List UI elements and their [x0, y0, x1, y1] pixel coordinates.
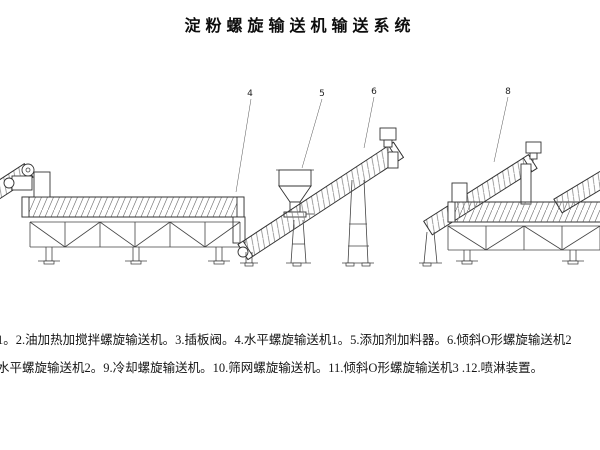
drive-motor-icon [11, 175, 33, 191]
right-truss-support [447, 225, 600, 265]
discharge-chute [232, 216, 246, 244]
discharge-chute [387, 151, 399, 169]
inclined-conveyor-1 [237, 127, 405, 261]
inlet-chute [451, 182, 468, 203]
support-stands [240, 179, 374, 267]
legend-line-2: 水平螺旋输送机2。9.冷却螺旋输送机。10.筛网螺旋输送机。11.倾斜O形螺旋输… [0, 361, 544, 375]
legend: 1。2.油加热加搅拌螺旋输送机。3.插板阀。4.水平螺旋输送机1。5.添加剂加料… [0, 326, 600, 382]
discharge-chute [520, 163, 532, 205]
callout-5: 5 [301, 89, 325, 169]
callout-6-label: 6 [371, 87, 377, 97]
legend-line-1: 1。2.油加热加搅拌螺旋输送机。3.插板阀。4.水平螺旋输送机1。5.添加剂加料… [0, 333, 572, 347]
callout-8: 8 [493, 87, 511, 163]
inlet-chute [33, 171, 51, 198]
left-edge-machine [0, 163, 35, 210]
callout-8-label: 8 [505, 87, 511, 97]
drive-motor-icon [379, 127, 397, 141]
drive-motor-icon [525, 141, 542, 154]
callout-4-label: 4 [247, 89, 253, 99]
callout-6: 6 [363, 87, 377, 149]
callout-4: 4 [235, 89, 253, 193]
drawing-title: 淀粉螺旋输送机输送系统 [184, 18, 416, 35]
left-horizontal-conveyor [3, 171, 246, 244]
callout-5-label: 5 [319, 89, 325, 99]
left-truss-support [29, 221, 241, 265]
